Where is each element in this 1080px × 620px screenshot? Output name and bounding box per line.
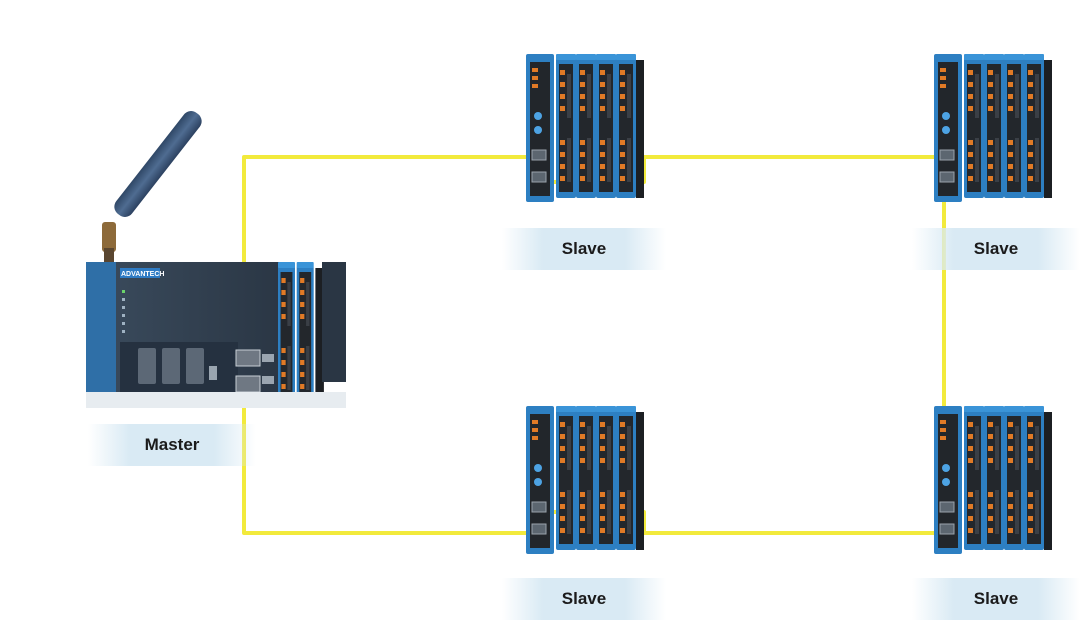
master-label-band: Master <box>88 424 256 466</box>
slave-label-band-bottom-middle: Slave <box>502 578 666 620</box>
slave-device-top-middle <box>526 54 644 202</box>
master-brand-logo: ADVANTECH <box>121 271 164 278</box>
slave-label-top-right: Slave <box>973 239 1019 258</box>
slave-label-top-middle: Slave <box>561 239 607 258</box>
antenna-icon <box>102 111 202 262</box>
master-label: Master <box>144 435 200 454</box>
slave-label-band-top-middle: Slave <box>502 228 666 270</box>
slave-device-top-right <box>934 54 1052 202</box>
slave-device-bottom-right <box>934 406 1052 554</box>
slave-device-bottom-middle <box>526 406 644 554</box>
slave-label-band-bottom-right: Slave <box>912 578 1080 620</box>
master-controller: ADVANTECH <box>86 111 346 408</box>
slave-label-bottom-right: Slave <box>973 589 1019 608</box>
slave-label-band-top-right: Slave <box>912 228 1080 270</box>
slave-label-bottom-middle: Slave <box>561 589 607 608</box>
